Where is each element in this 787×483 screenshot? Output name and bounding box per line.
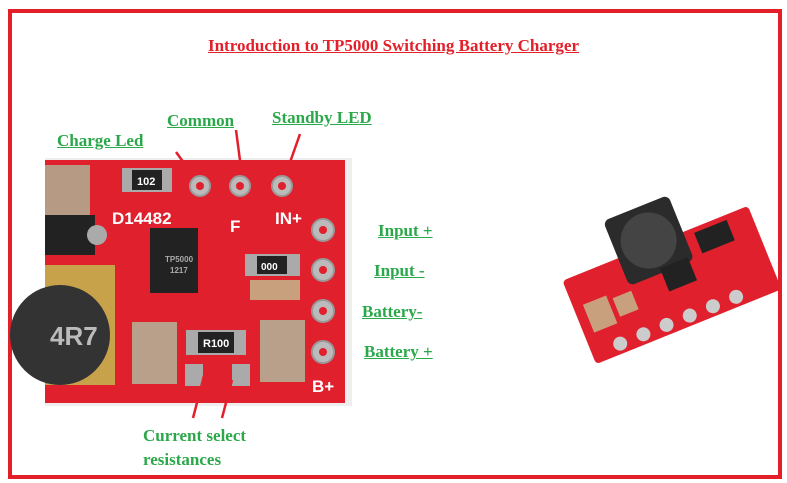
- capacitor: [45, 165, 90, 215]
- red-frame: [8, 9, 782, 479]
- inductor-marking: 4R7: [50, 321, 98, 351]
- label-battery-plus: Battery +: [364, 342, 433, 361]
- tp5000-chip: [150, 228, 198, 293]
- resistor-marking: 000: [261, 262, 278, 273]
- label-current-select: Current select resistances: [143, 424, 246, 472]
- in-plus-silk: IN+: [275, 209, 302, 228]
- chip-marking: TP5000: [165, 255, 194, 264]
- pointer-arrows: [174, 129, 302, 419]
- label-battery-minus: Battery-: [362, 302, 423, 321]
- f-silk: F: [230, 217, 240, 236]
- sense-resistor-marking: R100: [203, 338, 229, 350]
- b-plus-silk: B+: [312, 377, 334, 396]
- resistor-marking: 102: [137, 176, 155, 188]
- label-current-select-line1: Current select: [143, 426, 247, 445]
- label-input-plus: Input +: [378, 221, 433, 240]
- label-standby-led: Standby LED: [272, 108, 372, 127]
- label-common: Common: [167, 111, 235, 130]
- label-current-select-line2: resistances: [143, 450, 222, 469]
- label-input-minus: Input -: [374, 261, 425, 280]
- chip-code: 1217: [170, 266, 188, 275]
- board-id: D14482: [112, 209, 172, 228]
- tp5000-module-photo: [563, 196, 781, 363]
- label-charge-led: Charge Led: [57, 131, 144, 150]
- diode: [45, 215, 95, 255]
- page-title: Introduction to TP5000 Switching Battery…: [207, 36, 579, 55]
